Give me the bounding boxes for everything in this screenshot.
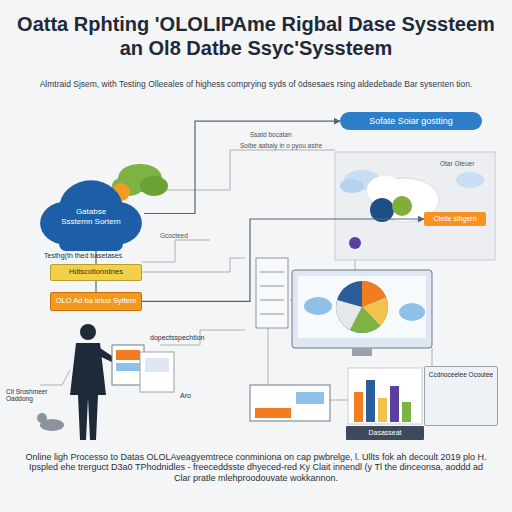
green-cloud (112, 164, 168, 201)
process-box: Ctetie slbgern (424, 212, 486, 226)
panel-clouds (340, 170, 484, 249)
tablet (112, 345, 174, 392)
info-card: Ccdnoceelee Ocoutee (424, 366, 498, 426)
connector (144, 121, 340, 213)
node-label: Ccdnoceelee Ocoutee (429, 371, 493, 378)
dog-figure (37, 413, 64, 431)
node-label: Sofate Soiar gostting (369, 116, 453, 126)
right-panel (335, 152, 495, 260)
process-box: Hdiscotlonrdnes (50, 264, 142, 281)
note-label: Testhg(th thed basetases (44, 252, 164, 260)
note-label: Cit Sroshmeer Oaddong (6, 388, 62, 403)
note-label: dopectsspechtion (150, 334, 240, 342)
database-cloud: Gatabse Ssstemn Sortern (38, 176, 144, 251)
person-figure (70, 324, 118, 440)
note-label: Soibe aabaly in o pyou astre (240, 142, 335, 149)
note-label: Ssatd bocatan (250, 131, 330, 138)
server-stack (256, 258, 288, 328)
process-box: Dasasseat (346, 426, 424, 440)
title: Oatta Rphting 'OLOLIPAme Rigbal Dase Sys… (10, 12, 502, 60)
node-label: OLO Ad ba ieiuo Syttem (56, 297, 136, 306)
note-label: Aro (180, 392, 210, 400)
node-label: Gatabse Ssstemn Sortern (60, 207, 122, 225)
note-label: Gcocteed (160, 232, 210, 239)
service-pill: Sofate Soiar gostting (340, 112, 482, 130)
subtitle: Almtraid Sjsem, with Testing Olleeales o… (20, 80, 492, 90)
laptop (250, 385, 330, 421)
process-box: OLO Ad ba ieiuo Syttem (50, 292, 142, 311)
connector (142, 219, 424, 301)
node-label: Dasasseat (368, 429, 401, 437)
connector (95, 281, 96, 292)
node-label: Ctetie slbgern (433, 215, 476, 223)
caption: Online ligh Processo to Datas OLOLAveagy… (20, 452, 492, 483)
monitor-pie-chart (292, 270, 432, 356)
bar-chart (348, 368, 422, 424)
note-label: Otar Gteuer (440, 160, 492, 167)
node-label: Hdiscotlonrdnes (69, 268, 123, 277)
